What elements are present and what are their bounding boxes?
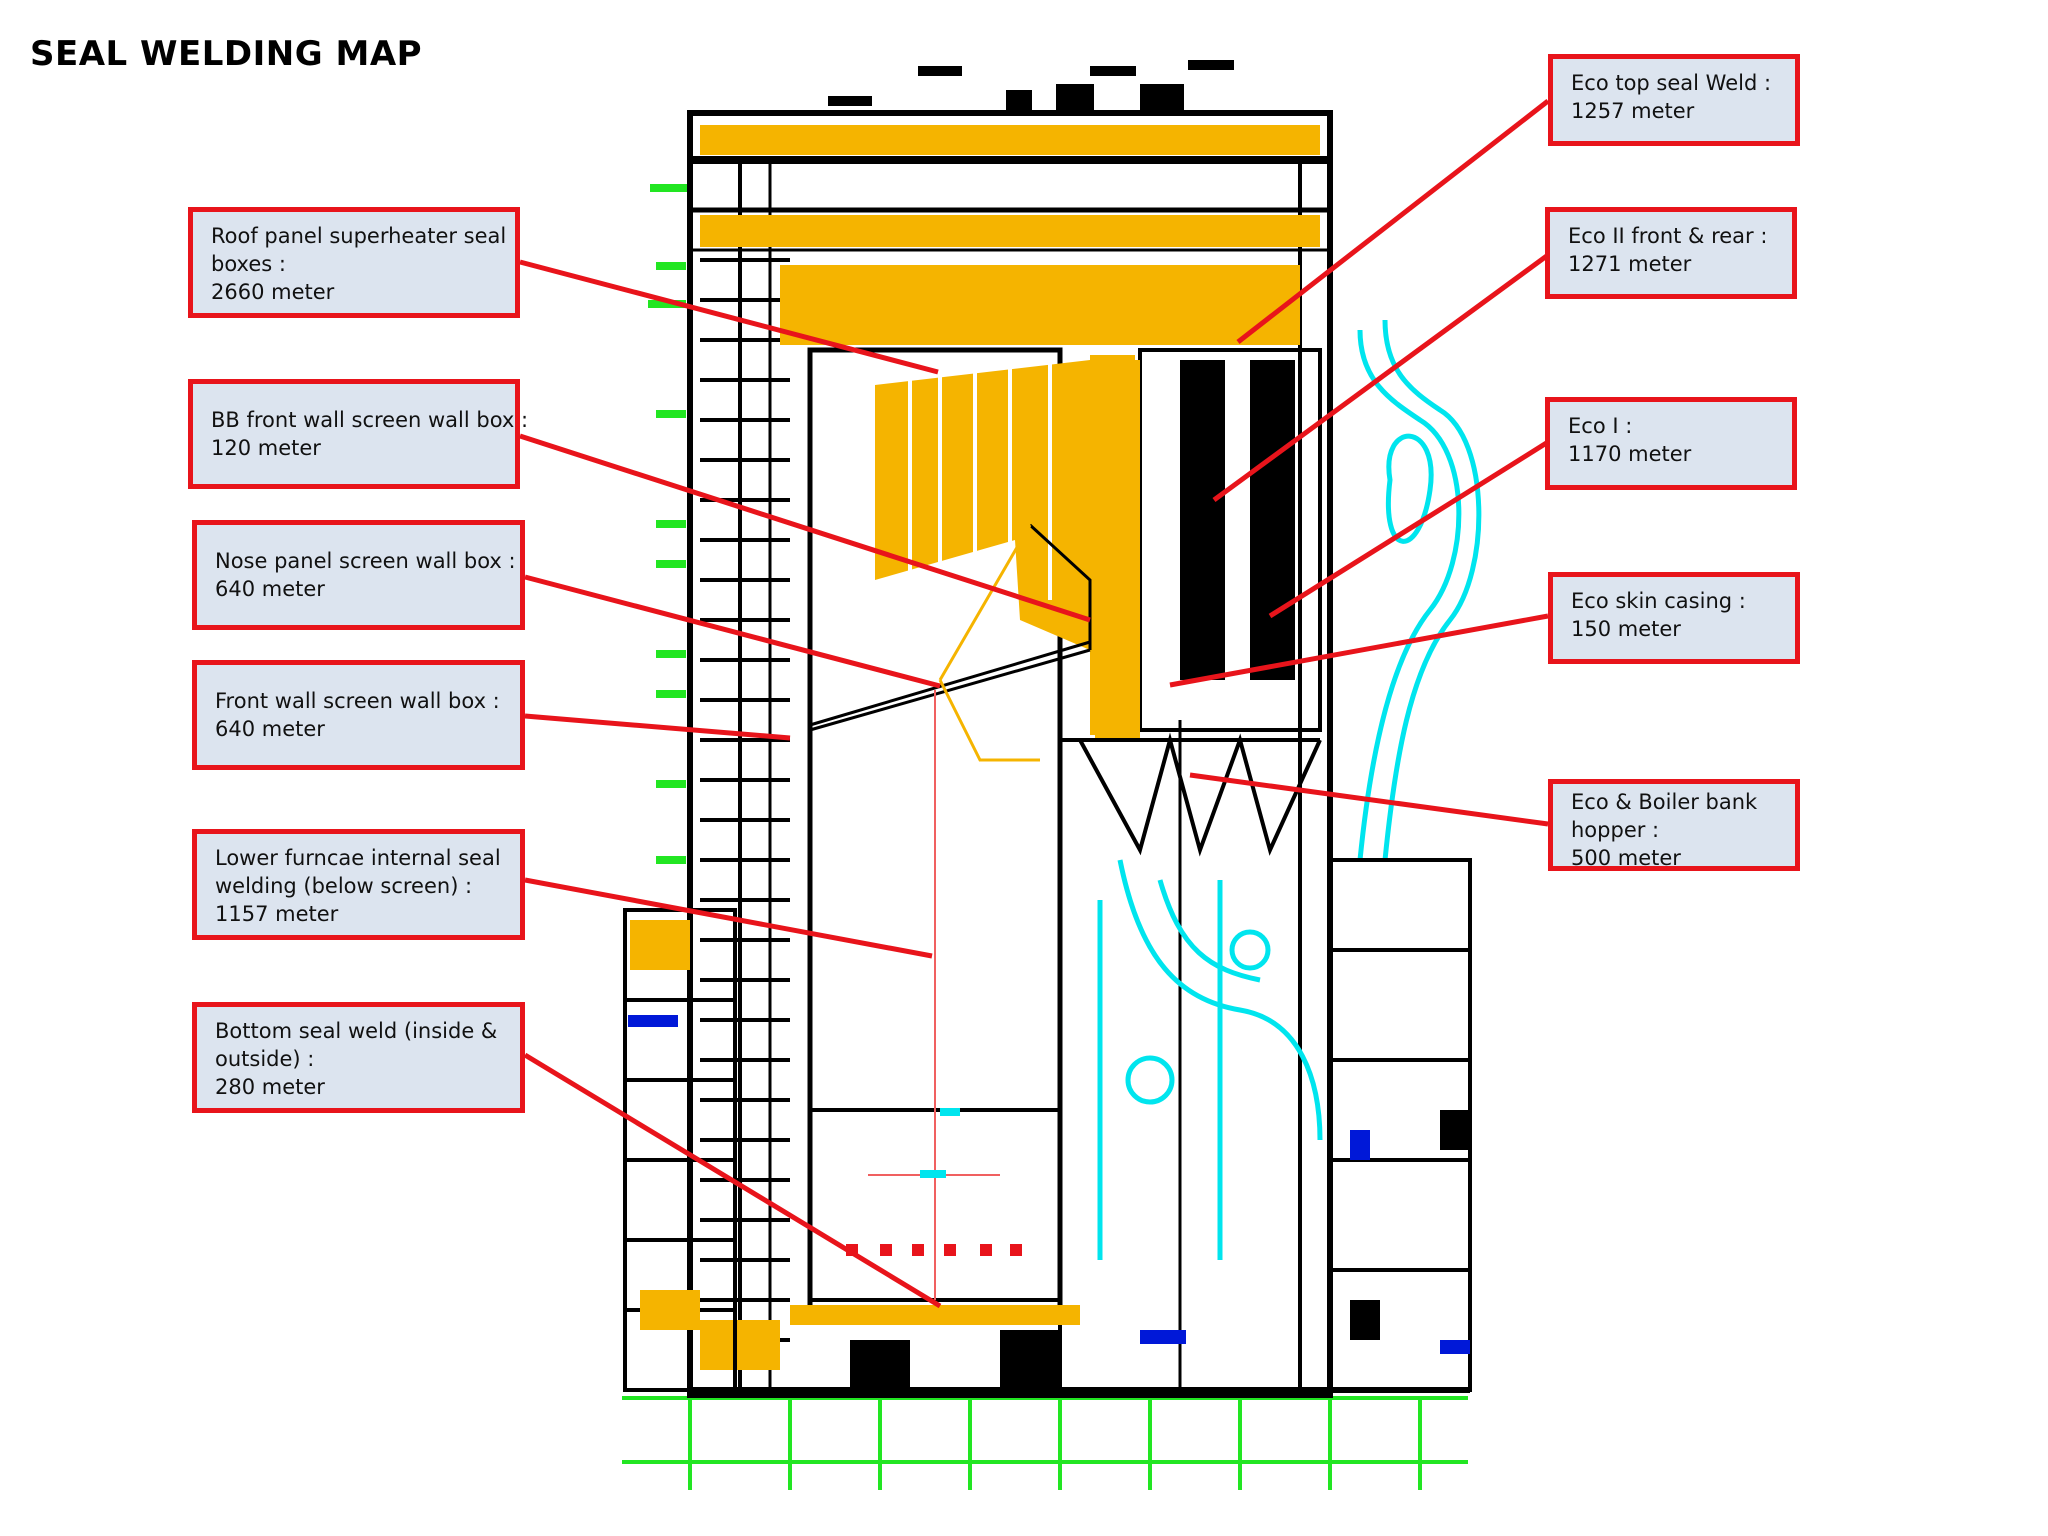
callout-value: 2660 meter: [211, 280, 335, 304]
callout-eco-ii: Eco II front & rear : 1271 meter: [1545, 207, 1797, 299]
callout-value: 640 meter: [215, 717, 325, 741]
economizer-banks: [1180, 360, 1295, 680]
callout-text: Eco I :: [1568, 414, 1633, 438]
callout-text: Bottom seal weld (inside &: [215, 1019, 498, 1043]
callout-value: 280 meter: [215, 1075, 325, 1099]
nose-outline: [938, 524, 1040, 762]
callout-eco-top: Eco top seal Weld : 1257 meter: [1548, 54, 1800, 146]
callout-value: 150 meter: [1571, 617, 1681, 641]
callout-text: boxes :: [211, 252, 286, 276]
page-title: SEAL WELDING MAP: [30, 34, 423, 74]
elevation-markers: [648, 184, 690, 864]
callout-value: 1257 meter: [1571, 99, 1695, 123]
eco-fill: [1095, 360, 1140, 740]
equipment-blue: [628, 1015, 1470, 1354]
nose-panel: [809, 523, 1092, 732]
callout-text: Lower furncae internal seal: [215, 846, 501, 870]
callout-nose-panel: Nose panel screen wall box : 640 meter: [192, 520, 525, 630]
callout-text: Eco skin casing :: [1571, 589, 1746, 613]
callout-text: Roof panel superheater seal: [211, 224, 507, 248]
furnace-markers: [920, 1108, 960, 1178]
roof-insulation: [700, 125, 1320, 345]
callout-text: Eco II front & rear :: [1568, 224, 1768, 248]
callout-eco-hopper: Eco & Boiler bank hopper : 500 meter: [1548, 779, 1800, 871]
callout-value: 1170 meter: [1568, 442, 1692, 466]
callout-text: Eco top seal Weld :: [1571, 71, 1772, 95]
callout-text: hopper :: [1571, 818, 1660, 842]
callout-roof-superheater: Roof panel superheater seal boxes : 2660…: [188, 207, 520, 318]
callout-value: 120 meter: [211, 436, 321, 460]
callout-value: 1271 meter: [1568, 252, 1692, 276]
fans-and-misc: [850, 1110, 1470, 1390]
callout-bottom-seal: Bottom seal weld (inside & outside) : 28…: [192, 1002, 525, 1113]
callout-text: Eco & Boiler bank: [1571, 790, 1758, 814]
furnace-centerline: [868, 690, 1000, 1300]
callout-front-wall: Front wall screen wall box : 640 meter: [192, 660, 525, 770]
callout-text: welding (below screen) :: [215, 874, 473, 898]
callout-text: Front wall screen wall box :: [215, 689, 500, 713]
callout-bb-front-wall: BB front wall screen wall box : 120 mete…: [188, 379, 529, 489]
ducting: [1097, 319, 1482, 1260]
leader-lines: [519, 99, 1550, 1309]
burner-row: [846, 1244, 1022, 1256]
bottom-insulation: [700, 1305, 1080, 1370]
callout-value: 1157 meter: [215, 902, 339, 926]
roof-equipment: [828, 60, 1234, 114]
hoppers: [1060, 732, 1322, 857]
foundation-grid: [622, 1396, 1468, 1490]
callout-text: outside) :: [215, 1047, 315, 1071]
callout-text: BB front wall screen wall box :: [211, 408, 529, 432]
callout-text: Nose panel screen wall box :: [215, 549, 516, 573]
structure-rungs: [700, 258, 790, 1342]
panel-dividers: [908, 364, 1052, 600]
callout-value: 640 meter: [215, 577, 325, 601]
callout-eco-skin: Eco skin casing : 150 meter: [1548, 572, 1800, 664]
callout-eco-i: Eco I : 1170 meter: [1545, 397, 1797, 490]
left-equipment: [630, 920, 700, 1330]
callout-lower-furnace: Lower furncae internal seal welding (bel…: [192, 829, 525, 940]
callout-value: 500 meter: [1571, 846, 1681, 870]
